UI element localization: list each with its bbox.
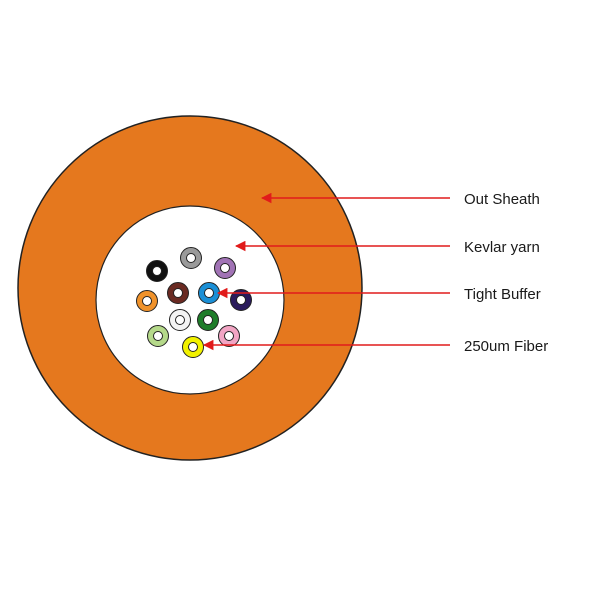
tight-buffered-fiber	[146, 260, 168, 282]
tight-buffered-fiber	[169, 309, 191, 331]
tight-buffered-fiber	[198, 282, 220, 304]
tight-buffered-fiber	[218, 325, 240, 347]
fiber-core	[220, 263, 230, 273]
fiber-core	[236, 295, 246, 305]
tight-buffered-fiber	[197, 309, 219, 331]
fiber-core	[173, 288, 183, 298]
fiber-core	[203, 315, 213, 325]
label-250um-fiber: 250um Fiber	[464, 338, 548, 355]
tight-buffered-fiber	[180, 247, 202, 269]
fiber-core	[224, 331, 234, 341]
fiber-core	[142, 296, 152, 306]
tight-buffered-fiber	[182, 336, 204, 358]
label-kevlar-yarn: Kevlar yarn	[464, 239, 540, 256]
tight-buffered-fiber	[136, 290, 158, 312]
fiber-core	[175, 315, 185, 325]
tight-buffered-fiber	[230, 289, 252, 311]
tight-buffered-fiber	[147, 325, 169, 347]
label-out-sheath: Out Sheath	[464, 191, 540, 208]
fiber-core	[186, 253, 196, 263]
fiber-bundle	[136, 247, 252, 358]
kevlar-yarn-layer	[95, 205, 285, 395]
tight-buffered-fiber	[167, 282, 189, 304]
callout-arrows	[202, 192, 450, 351]
fiber-core	[152, 266, 162, 276]
callout-labels: Out Sheath Kevlar yarn Tight Buffer 250u…	[464, 191, 548, 355]
label-tight-buffer: Tight Buffer	[464, 286, 541, 303]
fiber-core	[153, 331, 163, 341]
fiber-core	[188, 342, 198, 352]
fiber-core	[204, 288, 214, 298]
tight-buffered-fiber	[214, 257, 236, 279]
